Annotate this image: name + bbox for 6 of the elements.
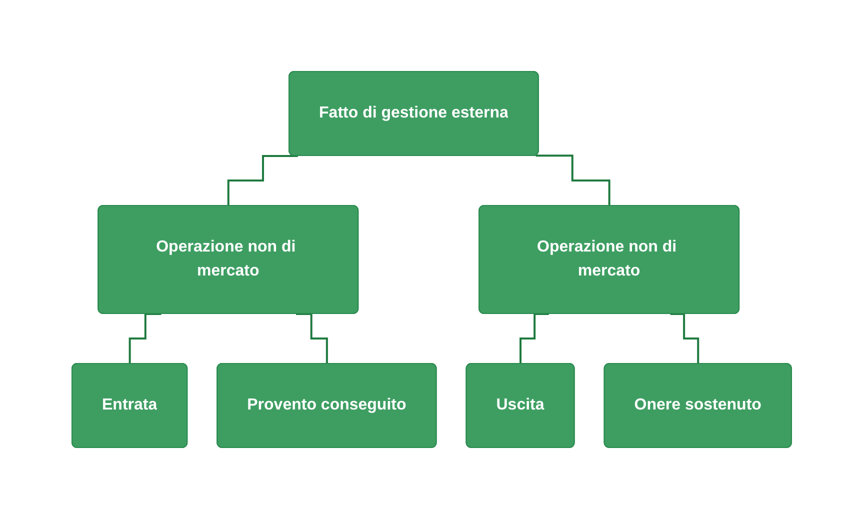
connector	[228, 155, 298, 207]
connector	[296, 313, 328, 365]
connector	[520, 313, 550, 365]
connector	[129, 313, 162, 365]
connector	[536, 154, 611, 207]
connector	[670, 313, 700, 365]
